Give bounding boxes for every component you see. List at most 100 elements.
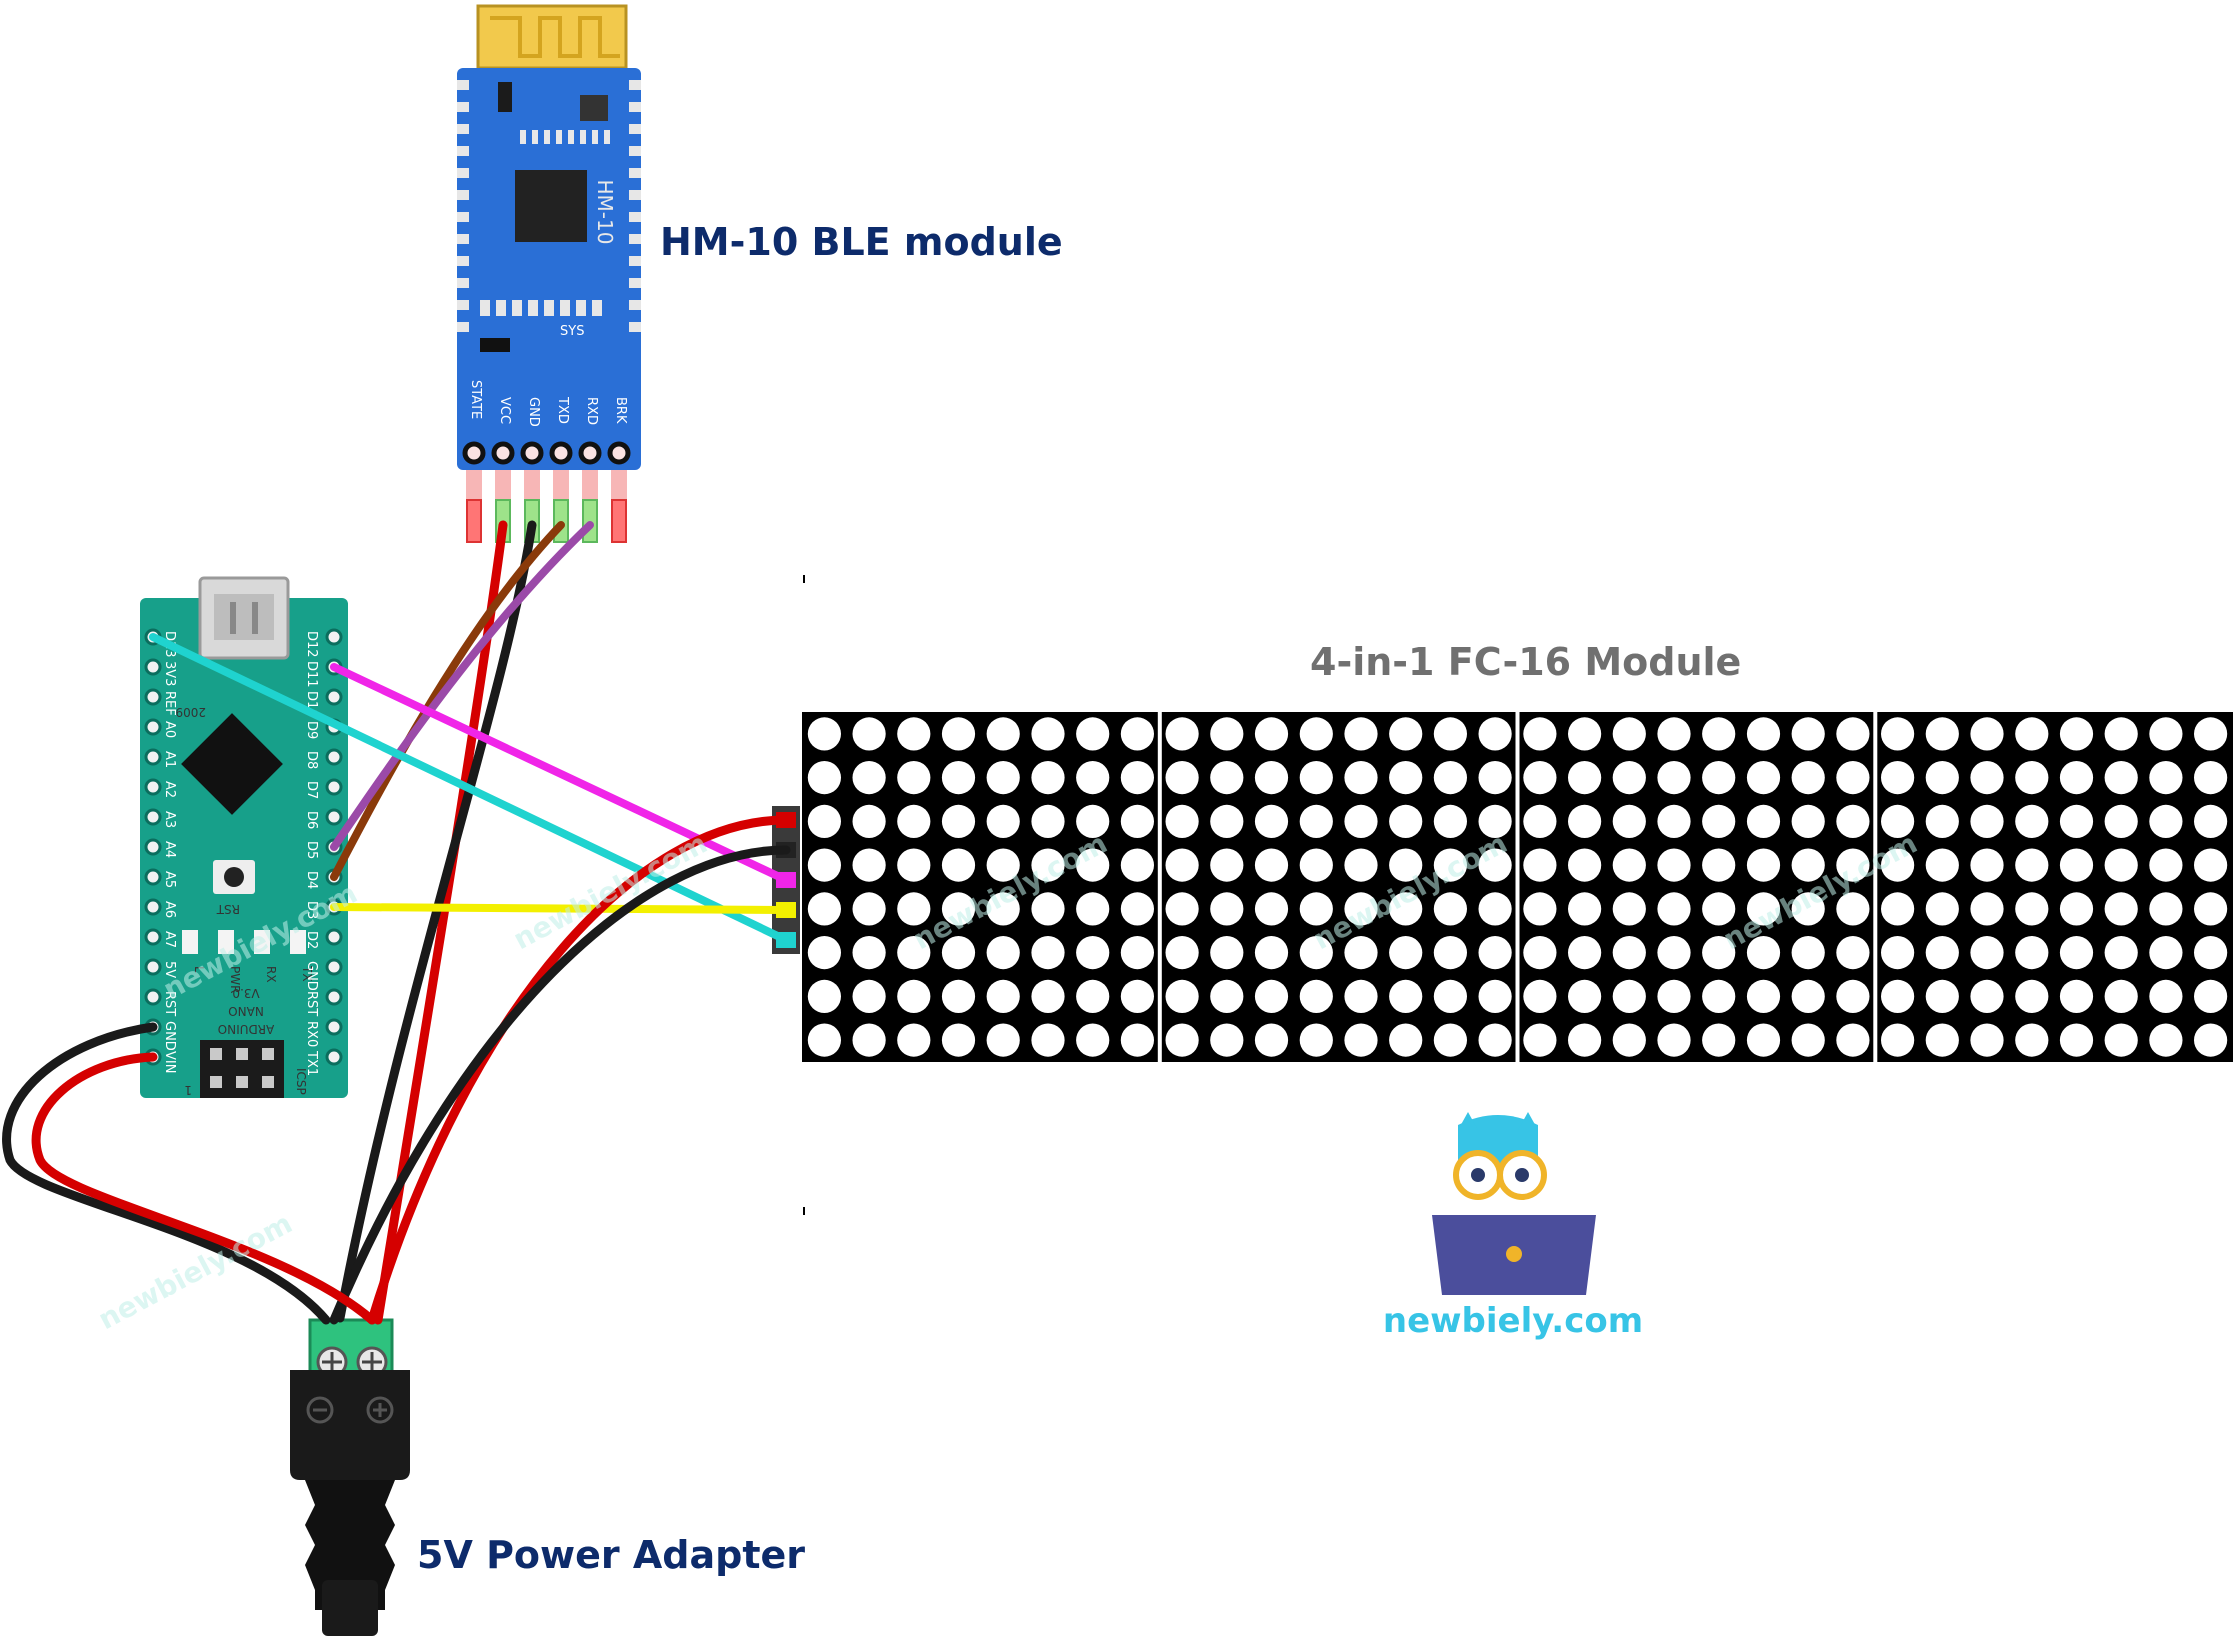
matrix-led (1791, 979, 1825, 1014)
matrix-led (1120, 1023, 1154, 1057)
wire-din-magenta (330, 663, 790, 884)
matrix-led (1657, 979, 1691, 1014)
matrix-led (2104, 848, 2138, 882)
matrix-led (1702, 804, 1736, 839)
matrix-led (941, 717, 976, 751)
matrix-led (1925, 979, 1959, 1014)
matrix-led (1299, 761, 1333, 795)
nano-left-pin-12: 5V (162, 961, 177, 978)
hm10-pin-gnd: GND (526, 397, 541, 427)
nano-right-pin-15: TX1 (304, 1050, 319, 1076)
matrix-led (1299, 979, 1333, 1014)
matrix-led (2194, 717, 2228, 751)
nano-left-pins: D13 3V3 REF A0 A1 A2 A3 A4 A5 A6 A7 5V R… (144, 628, 177, 1073)
matrix-led (1881, 979, 1915, 1014)
matrix-led (1076, 804, 1110, 839)
matrix-led (2059, 848, 2094, 882)
matrix-led (897, 1023, 931, 1057)
hm10-board (457, 68, 641, 470)
matrix-led (1031, 761, 1065, 795)
matrix-led (2194, 979, 2228, 1014)
matrix-led (1836, 804, 1870, 839)
matrix-led (1702, 848, 1736, 882)
matrix-led (1791, 804, 1825, 839)
matrix-led (807, 804, 842, 839)
matrix-module-divider (1157, 712, 1162, 1062)
nano-left-pin-3: REF (162, 691, 177, 716)
matrix-led (1478, 848, 1512, 882)
matrix-led (986, 1023, 1020, 1057)
matrix-led (1881, 804, 1915, 839)
matrix-dots (807, 717, 2228, 1057)
matrix-led (2149, 848, 2183, 882)
matrix-led (1881, 717, 1915, 751)
matrix-led (1210, 804, 1244, 839)
matrix-led (1433, 804, 1467, 839)
matrix-led (1254, 761, 1289, 795)
nano-right-pin-4: D9 (304, 721, 319, 739)
matrix-led (1210, 717, 1244, 751)
nano-left-pin-7: A3 (162, 811, 177, 828)
matrix-led (1299, 717, 1333, 751)
matrix-led (1568, 979, 1602, 1014)
wire-matrix-vcc (367, 815, 791, 1325)
matrix-led (2059, 936, 2094, 970)
matrix-led (897, 848, 931, 882)
matrix-led (1925, 848, 1959, 882)
matrix-led (1836, 1023, 1870, 1057)
matrix-led (1031, 1023, 1065, 1057)
matrix-led (1791, 717, 1825, 751)
matrix-led (852, 892, 886, 926)
matrix-led (1612, 1023, 1646, 1057)
power-adapter (290, 1318, 410, 1636)
matrix-led (1791, 892, 1825, 926)
matrix-led (1702, 717, 1736, 751)
matrix-led (2149, 1023, 2183, 1057)
hm10-pin-rxd: RXD (584, 397, 599, 425)
nano-right-pin-14: RX0 (304, 1021, 319, 1047)
wire-clk-cyan (149, 633, 790, 944)
nano-left-pin-9: A5 (162, 871, 177, 888)
matrix-led (1970, 848, 2004, 882)
matrix-led (807, 979, 842, 1014)
matrix-led (852, 936, 886, 970)
nano-board (140, 598, 348, 1098)
icsp-label: ICSP (294, 1068, 308, 1095)
matrix-led (1254, 717, 1289, 751)
matrix-led (1165, 1023, 1199, 1057)
matrix-led (1523, 1023, 1557, 1057)
matrix-led (941, 761, 976, 795)
matrix-led (986, 804, 1020, 839)
hm10-pin-brk: BRK (613, 397, 628, 424)
nano-right-pin-6: D7 (304, 781, 319, 799)
nano-led-rx: RX (264, 966, 278, 983)
matrix-led (986, 979, 1020, 1014)
matrix-led (1344, 892, 1378, 926)
matrix-led (2194, 1023, 2228, 1057)
matrix-led (852, 761, 886, 795)
matrix-led (1702, 1023, 1736, 1057)
matrix-led (1925, 717, 1959, 751)
matrix-led (1254, 936, 1289, 970)
matrix-led (1165, 761, 1199, 795)
matrix-led (2059, 717, 2094, 751)
matrix-led (852, 1023, 886, 1057)
matrix-led (2104, 804, 2138, 839)
matrix-led (1657, 761, 1691, 795)
matrix-led (1076, 936, 1110, 970)
matrix-led (1523, 848, 1557, 882)
matrix-led (1299, 892, 1333, 926)
matrix-led (1925, 1023, 1959, 1057)
matrix-led (1702, 892, 1736, 926)
wire-nano-vin (31, 1052, 377, 1325)
matrix-led (1970, 979, 2004, 1014)
matrix-led (941, 979, 976, 1014)
matrix-led (1836, 979, 1870, 1014)
matrix-led (1389, 761, 1423, 795)
matrix-led (1120, 936, 1154, 970)
matrix-led (1702, 936, 1736, 970)
matrix-led (1120, 848, 1154, 882)
matrix-led (1881, 892, 1915, 926)
matrix-led (1076, 979, 1110, 1014)
matrix-led (1746, 979, 1781, 1014)
